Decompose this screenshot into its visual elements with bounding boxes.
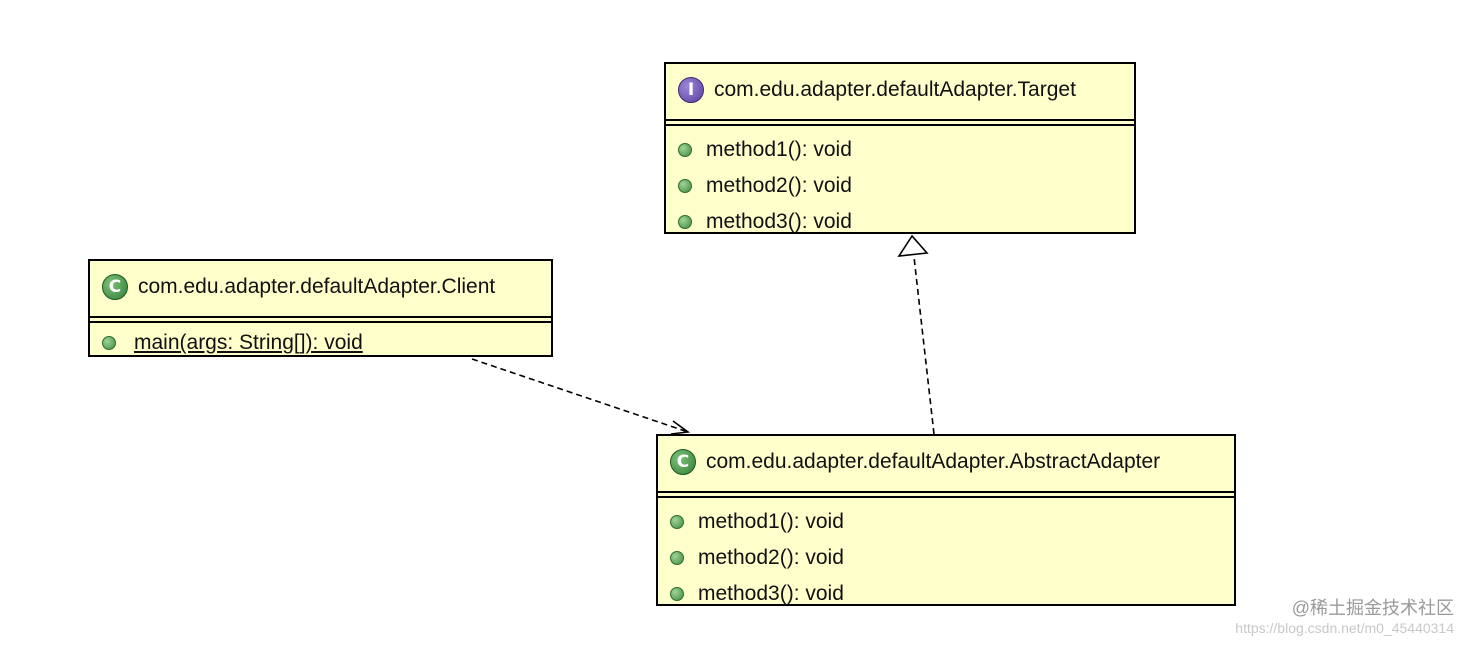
divider	[658, 496, 1234, 498]
method-signature: method3(): void	[706, 210, 852, 233]
class-icon: C	[102, 274, 128, 300]
divider	[90, 321, 551, 323]
watermark: @稀土掘金技术社区 https://blog.csdn.net/m0_45440…	[1235, 594, 1454, 636]
method-item[interactable]: method2(): void	[658, 540, 1234, 576]
class-name: com.edu.adapter.defaultAdapter.Client	[138, 275, 496, 298]
divider	[90, 316, 551, 318]
method-list: method1(): void method2(): void method3(…	[666, 126, 1134, 240]
interface-icon: I	[678, 77, 704, 103]
public-method-icon	[678, 143, 692, 157]
public-method-icon	[670, 551, 684, 565]
method-signature: method2(): void	[706, 174, 852, 197]
public-method-icon	[102, 336, 116, 350]
method-signature: method3(): void	[698, 582, 844, 605]
divider	[666, 124, 1134, 126]
realization-line	[913, 256, 935, 435]
method-signature: main(args: String[]): void	[134, 331, 363, 354]
divider	[666, 119, 1134, 121]
method-list: method1(): void method2(): void method3(…	[658, 498, 1234, 612]
method-item[interactable]: method2(): void	[666, 168, 1134, 204]
public-method-icon	[678, 215, 692, 229]
method-item[interactable]: method3(): void	[666, 204, 1134, 240]
public-method-icon	[678, 179, 692, 193]
method-item[interactable]: method1(): void	[658, 504, 1234, 540]
dependency-line	[471, 358, 689, 433]
class-box-target[interactable]: I com.edu.adapter.defaultAdapter.Target …	[664, 62, 1136, 234]
method-signature: method1(): void	[706, 138, 852, 161]
realization-arrowhead	[897, 234, 929, 257]
public-method-icon	[670, 587, 684, 601]
class-name: com.edu.adapter.defaultAdapter.Target	[714, 78, 1076, 101]
class-header: I com.edu.adapter.defaultAdapter.Target	[666, 64, 1134, 116]
method-item[interactable]: method3(): void	[658, 576, 1234, 612]
class-icon: C	[670, 449, 696, 475]
public-method-icon	[670, 515, 684, 529]
class-header: C com.edu.adapter.defaultAdapter.Client	[90, 261, 551, 313]
method-item[interactable]: method1(): void	[666, 132, 1134, 168]
method-signature: method2(): void	[698, 546, 844, 569]
watermark-site: @稀土掘金技术社区	[1291, 598, 1454, 618]
class-box-abstract-adapter[interactable]: C com.edu.adapter.defaultAdapter.Abstrac…	[656, 434, 1236, 606]
method-list: main(args: String[]): void	[90, 323, 551, 361]
class-header: C com.edu.adapter.defaultAdapter.Abstrac…	[658, 436, 1234, 488]
divider	[658, 491, 1234, 493]
dependency-arrowhead	[670, 420, 691, 435]
watermark-url: https://blog.csdn.net/m0_45440314	[1235, 620, 1454, 636]
method-item[interactable]: main(args: String[]): void	[90, 325, 551, 361]
class-box-client[interactable]: C com.edu.adapter.defaultAdapter.Client …	[88, 259, 553, 357]
method-signature: method1(): void	[698, 510, 844, 533]
class-name: com.edu.adapter.defaultAdapter.AbstractA…	[706, 450, 1161, 473]
